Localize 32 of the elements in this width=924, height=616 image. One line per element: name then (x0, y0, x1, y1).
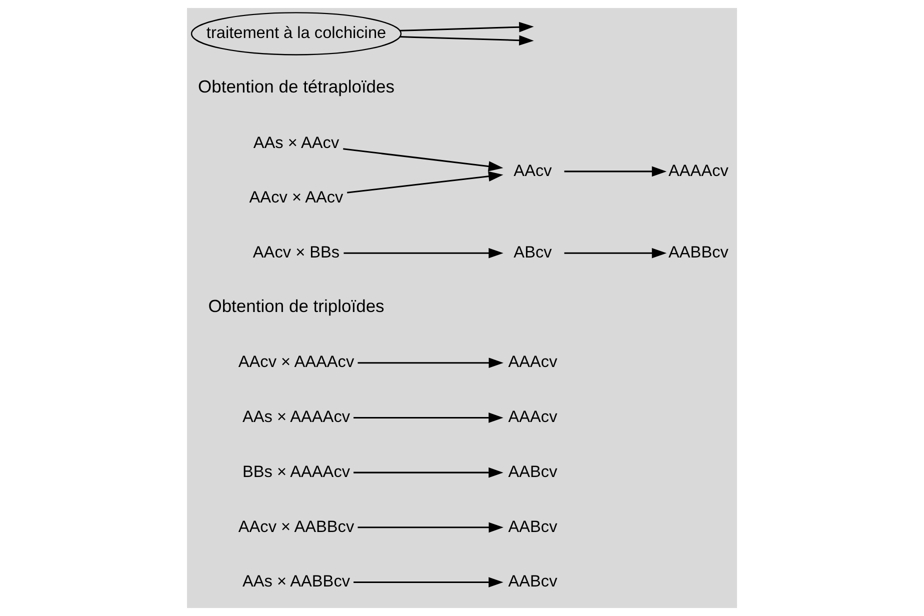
arrow (564, 166, 667, 177)
arrow (343, 148, 504, 172)
label: Obtention de tétraploïdes (198, 76, 395, 97)
node-text: AAcv × AAcv (249, 188, 344, 207)
node-text: AAs × AAcv (253, 134, 340, 152)
node-text: AAs × AAAAcv (242, 408, 350, 426)
label: Obtention de triploïdes (208, 296, 384, 316)
node-text: AAcv × AAAAcv (238, 353, 354, 372)
node-text: AAcv × AABBcv (238, 518, 354, 536)
arrow (358, 358, 504, 368)
node-text: BBs × AAAAcv (242, 462, 350, 481)
node-text: AABcv (508, 572, 558, 591)
node-text: AABBcv (668, 243, 728, 262)
node-text: AAcv × BBs (252, 243, 340, 262)
arrow (347, 171, 504, 194)
arrow (354, 412, 504, 423)
node-text: AABcv (508, 462, 558, 481)
node-text: AAAcv (508, 408, 558, 426)
node-text: AAAAcv (668, 162, 728, 180)
node-text: ABcv (514, 243, 552, 262)
node-text: AAs × AABBcv (242, 572, 350, 591)
node-text: AABcv (508, 518, 558, 536)
arrow (358, 522, 504, 533)
arrow (400, 22, 534, 32)
arrow (564, 248, 667, 258)
node-ellipse: traitement à la colchicine (190, 12, 402, 56)
arrow (354, 577, 504, 588)
arrow (400, 35, 534, 46)
arrow (344, 248, 504, 258)
node-text: AAAcv (508, 353, 558, 372)
arrow (354, 467, 504, 478)
node-text: AAcv (514, 162, 552, 180)
